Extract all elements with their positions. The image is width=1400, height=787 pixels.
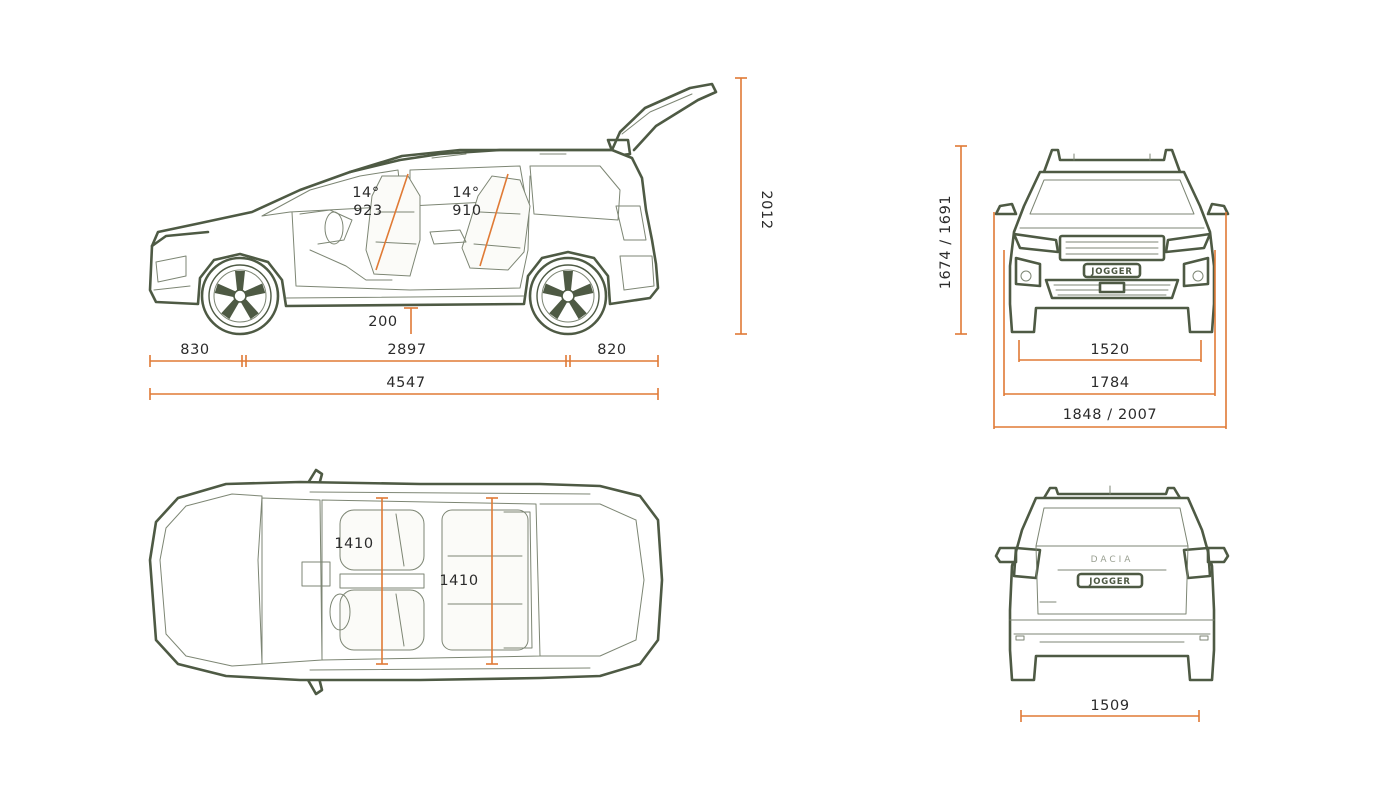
front-height-dimension: 1674 / 1691	[938, 145, 967, 335]
height-tailgate-dimension: 2012	[735, 77, 774, 335]
rear-view-car: DACIA JOGGER	[994, 485, 1230, 682]
front-track-dimension: 1520	[1018, 340, 1202, 362]
rear-seat-height-line	[479, 173, 509, 267]
mirror-width-label: 1848 / 2007	[1063, 407, 1158, 423]
rear-track-dimension: 1509	[1020, 698, 1200, 722]
front-shoulder-dimension: 1410	[334, 497, 388, 665]
rear-seat-height-label: 910	[452, 203, 481, 219]
body-width-label: 1784	[1090, 375, 1129, 391]
front-badge: JOGGER	[1090, 267, 1133, 277]
rear-shoulder-dimension: 1410	[439, 497, 498, 665]
body-width-dimension: 1784	[1003, 250, 1216, 396]
rear-seat-angle-label: 14°	[452, 185, 480, 201]
rear-brand: DACIA	[1091, 555, 1134, 565]
length-label: 4547	[386, 375, 425, 391]
wheelbase-label: 2897	[387, 342, 426, 358]
height-tailgate-label: 2012	[758, 190, 774, 229]
front-seat-height-line	[375, 173, 409, 271]
front-seat-angle-label: 14°	[352, 185, 380, 201]
mirror-width-dimension: 1848 / 2007	[993, 212, 1227, 429]
length-dimension: 4547	[149, 375, 659, 400]
rear-overhang-label: 820	[597, 342, 626, 358]
front-track-label: 1520	[1090, 342, 1129, 358]
front-shoulder-label: 1410	[334, 536, 373, 552]
front-seat-height-label: 923	[353, 203, 382, 219]
overhang-dimensions: 830 2897 820	[149, 342, 659, 367]
front-overhang-label: 830	[180, 342, 209, 358]
front-view-car: JOGGER	[994, 148, 1230, 334]
front-height-label: 1674 / 1691	[938, 195, 954, 290]
rear-track-label: 1509	[1090, 698, 1129, 714]
rear-shoulder-label: 1410	[439, 573, 478, 589]
ground-clearance-label: 200	[368, 314, 397, 330]
top-view-car	[148, 468, 664, 696]
rear-badge: JOGGER	[1088, 577, 1131, 587]
side-view-car	[148, 82, 718, 336]
ground-clearance-dimension: 200	[368, 307, 418, 334]
